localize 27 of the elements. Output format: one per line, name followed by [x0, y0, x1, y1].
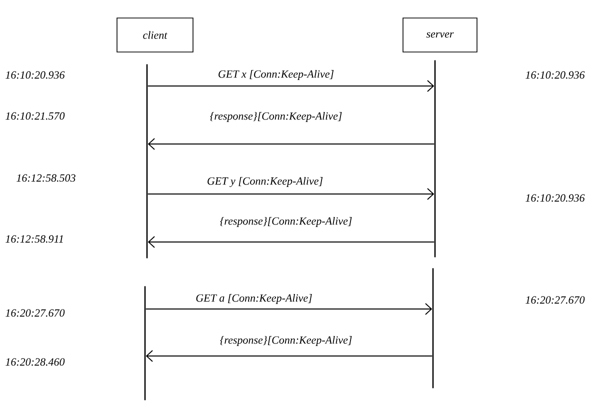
message-label: {response}[Conn:Keep-Alive]	[220, 336, 352, 346]
lifeline	[434, 60, 436, 258]
participant-box: server	[402, 18, 478, 52]
timestamp: 16:12:58.503	[16, 174, 76, 182]
timestamp: 16:10:20.936	[526, 194, 585, 202]
message-label: GET a [Conn:Keep-Alive]	[196, 294, 312, 304]
timestamp: 16:10:20.936	[526, 71, 585, 79]
timestamp: 16:12:58.911	[6, 235, 63, 243]
timestamp: 16:20:28.460	[6, 358, 65, 366]
lifeline	[144, 286, 146, 400]
message-arrow	[147, 80, 434, 92]
participant-box: client	[116, 18, 194, 52]
timestamp: 16:10:21.570	[6, 112, 65, 120]
lifeline	[146, 64, 148, 258]
message-label: GET y [Conn:Keep-Alive]	[208, 177, 323, 187]
timestamp: 16:10:20.936	[6, 71, 65, 79]
message-arrow	[148, 236, 435, 248]
message-arrow	[146, 350, 433, 362]
lifeline	[432, 268, 434, 388]
message-arrow	[148, 138, 435, 150]
timestamp: 16:20:27.670	[526, 296, 585, 304]
message-arrow	[145, 303, 432, 315]
timestamp: 16:20:27.670	[6, 309, 65, 317]
message-label: {response}[Conn:Keep-Alive]	[210, 112, 342, 122]
message-label: GET x [Conn:Keep-Alive]	[218, 70, 334, 80]
message-label: {response}[Conn:Keep-Alive]	[220, 217, 352, 227]
message-arrow	[147, 188, 434, 200]
